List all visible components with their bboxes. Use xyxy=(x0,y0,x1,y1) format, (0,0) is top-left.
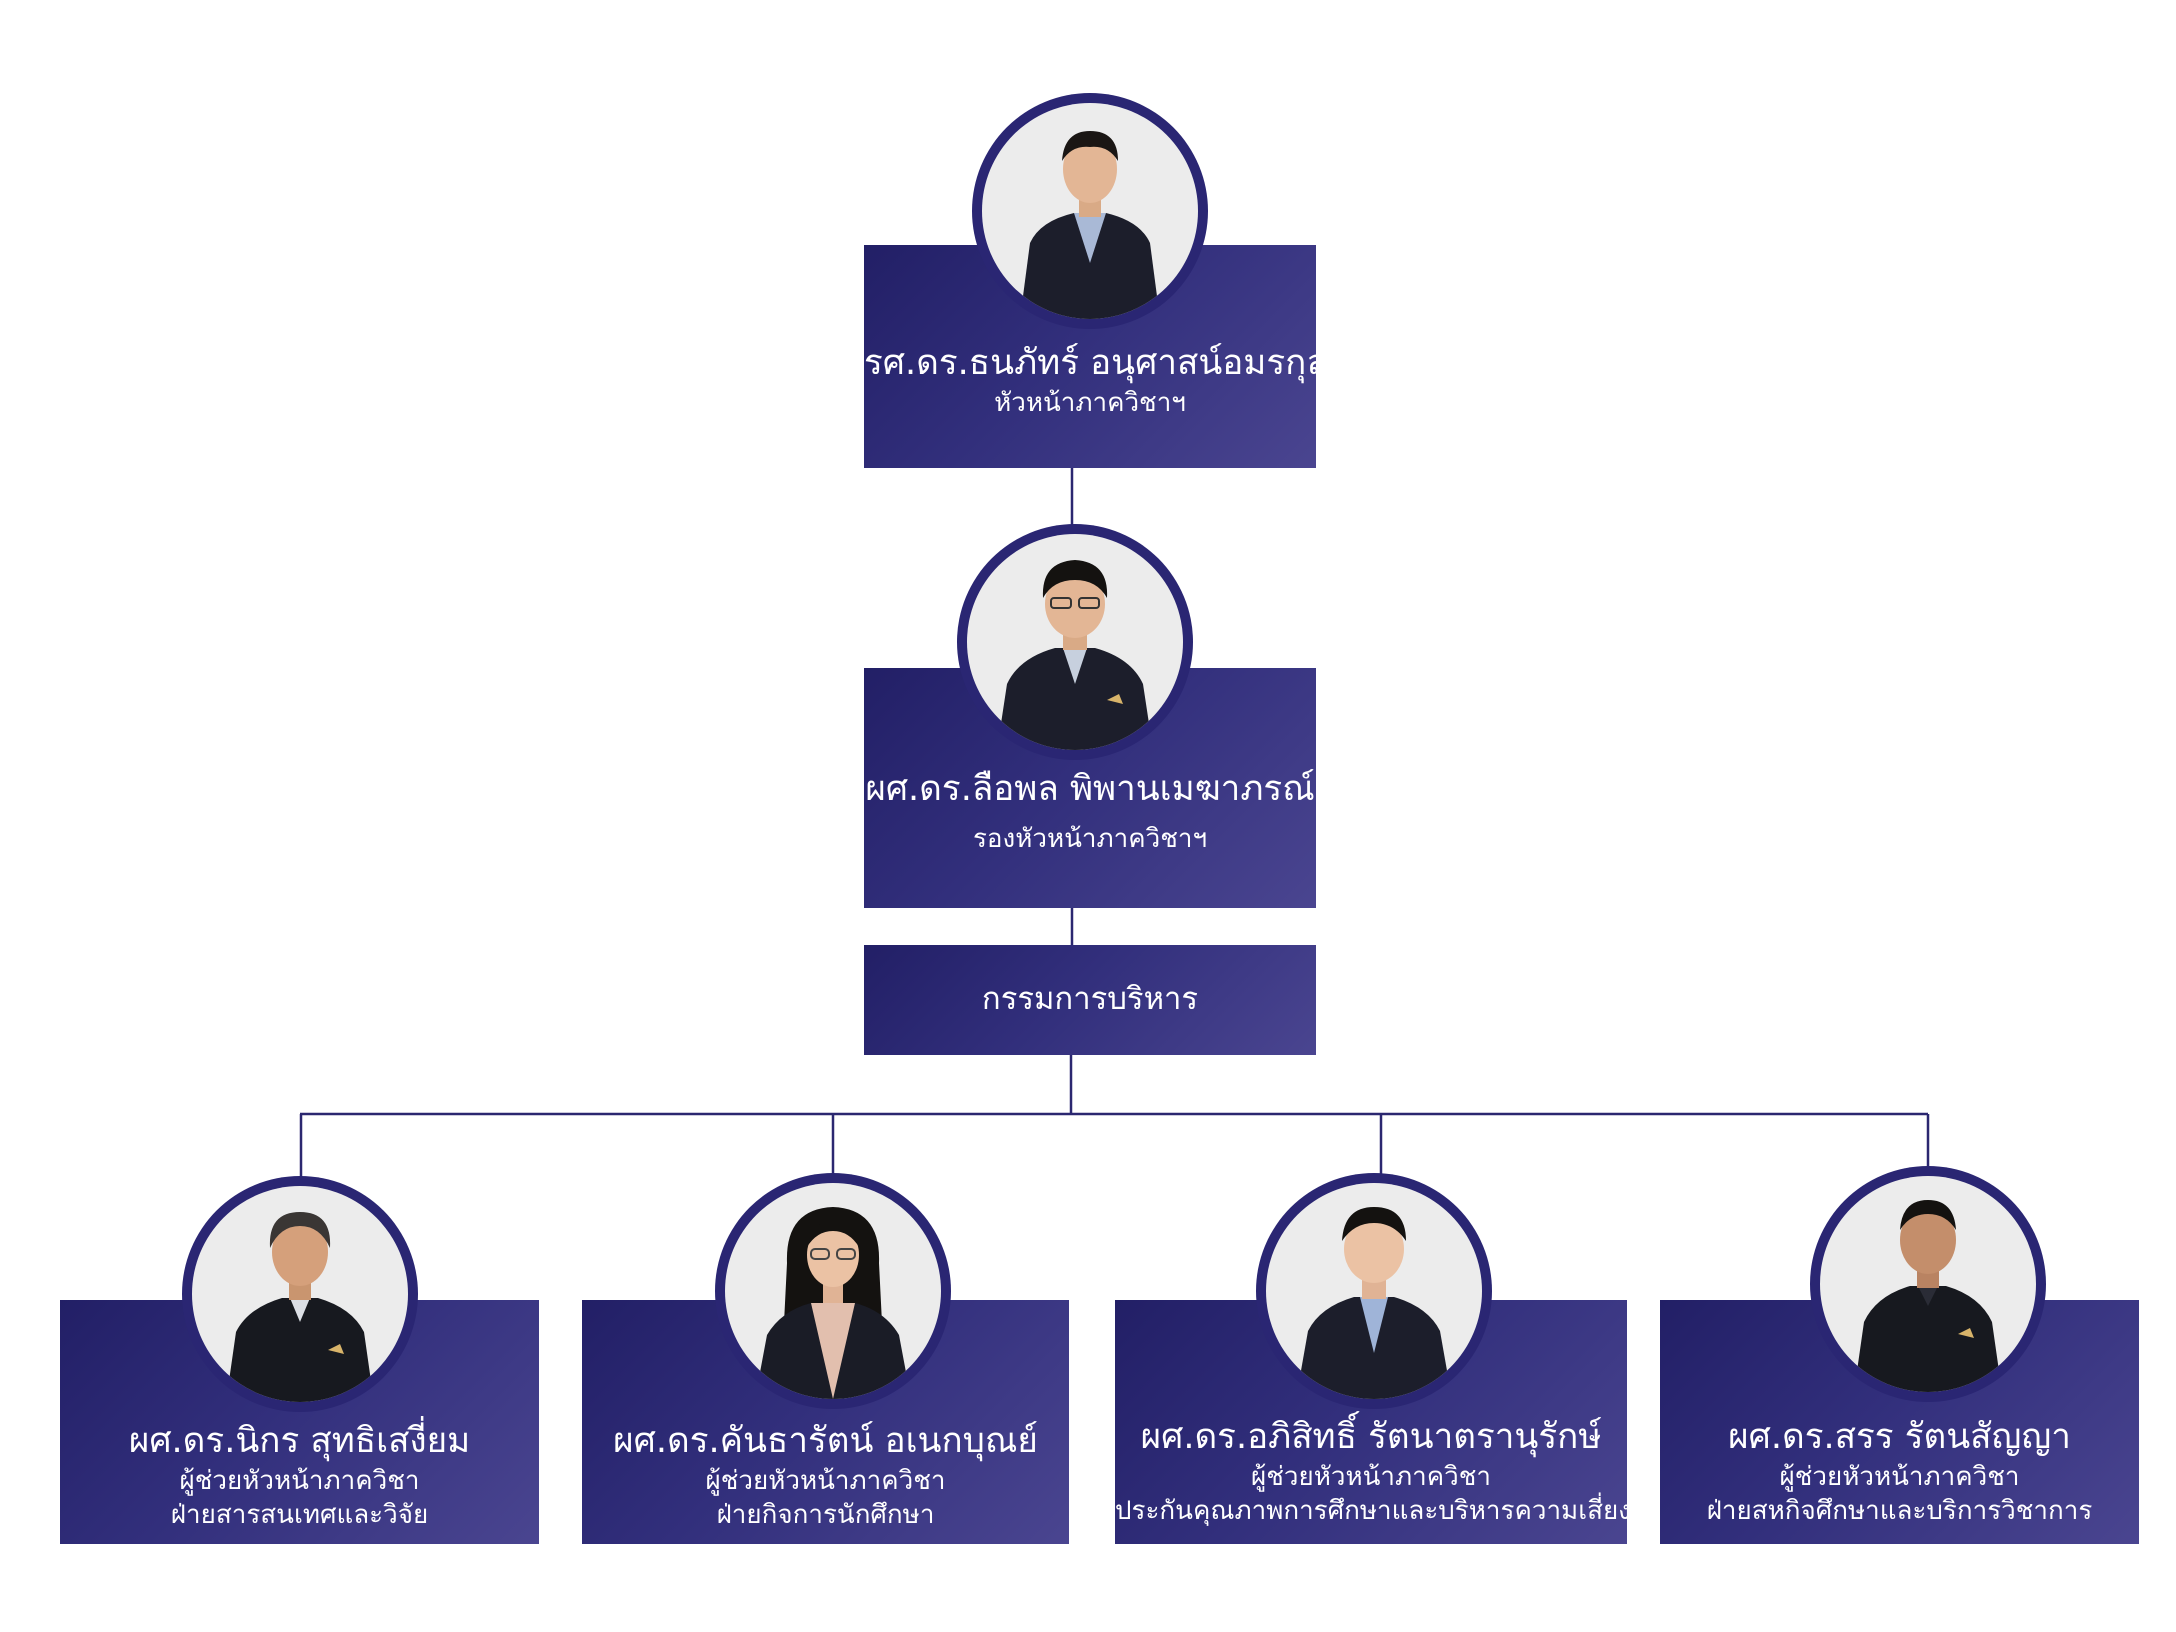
assistant-role: ผู้ช่วยหัวหน้าภาควิชา xyxy=(179,1466,420,1496)
deputy-role: รองหัวหน้าภาควิชาฯ xyxy=(972,824,1208,854)
assistant-portrait xyxy=(182,1176,418,1412)
committee-card: กรรมการบริหาร xyxy=(864,945,1316,1055)
committee-label: กรรมการบริหาร xyxy=(981,981,1199,1017)
assistant-role: ผู้ช่วยหัวหน้าภาควิชา xyxy=(705,1466,946,1496)
assistant-card: ผศ.ดร.นิกร สุทธิเสงี่ยม ผู้ช่วยหัวหน้าภา… xyxy=(60,1300,539,1544)
assistant-name: ผศ.ดร.คันธารัตน์ อเนกบุณย์ xyxy=(613,1421,1038,1461)
assistant-name: ผศ.ดร.สรร รัตนสัญญา xyxy=(1728,1417,2071,1457)
head-card: รศ.ดร.ธนภัทร์ อนุศาสน์อมรกุล หัวหน้าภาคว… xyxy=(864,245,1328,468)
assistant-division: ประกันคุณภาพการศึกษาและบริหารความเสี่ยง xyxy=(1115,1496,1631,1526)
assistant-name: ผศ.ดร.อภิสิทธิ์ รัตนาตรานุรักษ์ xyxy=(1140,1417,1602,1457)
assistant-name: ผศ.ดร.นิกร สุทธิเสงี่ยม xyxy=(128,1421,471,1461)
assistant-portrait xyxy=(1256,1173,1492,1409)
assistant-division: ฝ่ายกิจการนักศึกษา xyxy=(716,1500,935,1530)
assistant-role: ผู้ช่วยหัวหน้าภาควิชา xyxy=(1779,1462,2020,1492)
assistant-portrait xyxy=(715,1173,951,1409)
assistant-portrait xyxy=(1810,1166,2046,1402)
head-portrait xyxy=(972,93,1208,329)
assistant-role: ผู้ช่วยหัวหน้าภาควิชา xyxy=(1251,1462,1491,1492)
head-name: รศ.ดร.ธนภัทร์ อนุศาสน์อมรกุล xyxy=(864,343,1328,383)
assistant-division: ฝ่ายสหกิจศึกษาและบริการวิชาการ xyxy=(1706,1496,2093,1526)
deputy-name: ผศ.ดร.ลือพล พิพานเมฆาภรณ์ xyxy=(865,769,1315,809)
deputy-portrait xyxy=(957,524,1193,760)
head-role: หัวหน้าภาควิชาฯ xyxy=(994,388,1186,418)
assistant-division: ฝ่ายสารสนเทศและวิจัย xyxy=(170,1500,429,1530)
